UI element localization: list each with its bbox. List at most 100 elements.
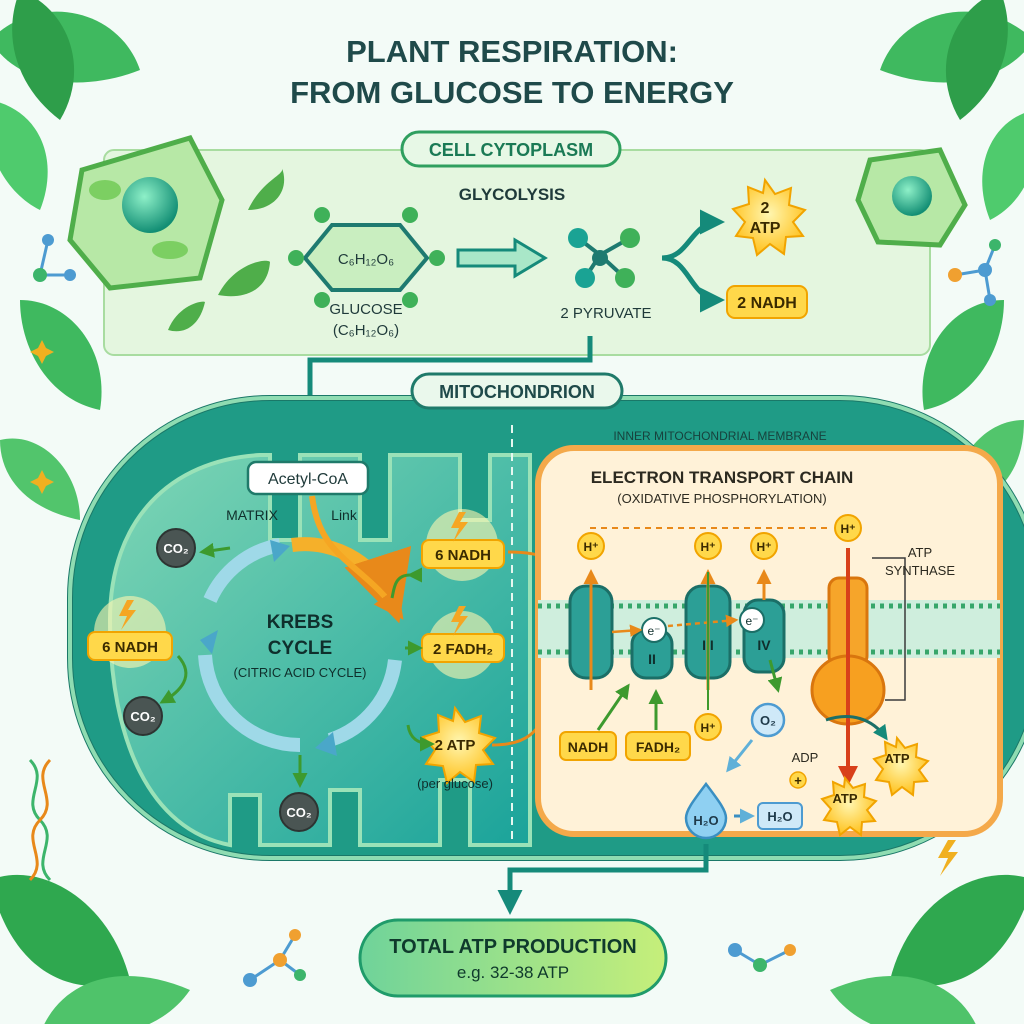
atp-synthase-label-2: SYNTHASE: [885, 563, 955, 578]
leaf-decoration-left-mid: [0, 300, 102, 520]
co2-label-bottom: CO₂: [286, 805, 312, 820]
etc-atp-label-right: ATP: [884, 751, 909, 766]
proton-badges: [577, 514, 862, 741]
leaf-decoration-top-left: [0, 0, 140, 210]
etc-to-total-arrow: [497, 844, 709, 915]
oxygen-to-water-arrow: [726, 739, 754, 773]
etc-input-arrows: [596, 659, 783, 731]
glycolysis-title: GLYCOLYSIS: [459, 185, 565, 204]
electron-label-2: e⁻: [745, 614, 758, 628]
krebs-subtitle: (CITRIC ACID CYCLE): [234, 665, 367, 680]
leaf-decoration-top-right: [880, 0, 1024, 220]
oxygen-label: O₂: [760, 713, 776, 728]
etc-subtitle: (OXIDATIVE PHOSPHORYLATION): [617, 491, 826, 506]
acetyl-coa-box: [246, 460, 370, 496]
co2-label-left: CO₂: [130, 709, 156, 724]
adp-label: ADP: [792, 750, 819, 765]
fadh2-label: 2 FADH₂: [433, 641, 493, 658]
atp-synthesis-arrow: [825, 715, 888, 741]
leaf-icon-small: [168, 168, 285, 332]
krebs-atp-label: 2 ATP: [435, 737, 476, 754]
electron-markers: [611, 607, 765, 643]
molecule-decoration-left: [33, 234, 76, 282]
water-label-2: H₂O: [767, 809, 792, 824]
etc-fadh2-input-badge: [625, 731, 691, 761]
glucose-label: GLUCOSE: [329, 301, 402, 318]
glycolysis-atp-count: 2: [761, 200, 770, 217]
glycolysis-nadh-badge: [726, 285, 808, 319]
water-box: [757, 802, 803, 830]
matrix-label: MATRIX: [226, 507, 279, 523]
glucose-molecule-icon: [288, 207, 445, 308]
nadh-left-badge: [87, 596, 173, 668]
glucose-formula: C₆H₁₂O₆: [338, 251, 394, 268]
atp-synthase-pointer: [872, 557, 906, 701]
link-label: Link: [331, 507, 358, 523]
molecule-decoration-right: [948, 239, 1001, 306]
proton-label-5: H⁺: [701, 721, 716, 735]
krebs-atp-burst: [406, 705, 497, 785]
total-atp-banner: [358, 918, 668, 998]
water-label-1: H₂O: [693, 813, 718, 828]
per-glucose-label: (per glucose): [417, 776, 493, 791]
glucose-label-formula: (C₆H₁₂O₆): [333, 322, 399, 339]
etc-nadh-input-badge: [559, 731, 617, 761]
mitochondrion-label-pill: [410, 372, 624, 410]
water-drop-icon: [684, 781, 728, 840]
etc-atp-label-bottom: ATP: [832, 791, 857, 806]
krebs-cycle-arrowheads: [200, 540, 337, 756]
proton-label-3: H⁺: [757, 540, 772, 554]
plant-cell-illustration-right: [855, 147, 968, 248]
inner-membrane-label: INNER MITOCHONDRIAL MEMBRANE: [613, 429, 826, 443]
atp-burst-glycolysis: [731, 177, 807, 257]
etc-title: ELECTRON TRANSPORT CHAIN: [591, 468, 854, 487]
total-atp-value: e.g. 32-38 ATP: [457, 963, 569, 982]
atp-burst-etc-right: [872, 735, 930, 797]
co2-output-left: [123, 654, 188, 736]
proton-label-1: H⁺: [584, 540, 599, 554]
leaf-decoration-bottom-right: [830, 875, 1024, 1024]
pyruvate-label: 2 PYRUVATE: [560, 305, 651, 322]
atp-burst-etc-bottom: [820, 775, 878, 837]
proton-label-4: H⁺: [841, 522, 856, 536]
atp-synthase-label-1: ATP: [908, 545, 932, 560]
co2-output-top: [156, 528, 231, 568]
oxygen-icon: [750, 702, 786, 738]
dna-decoration-left: [28, 758, 52, 882]
cytoplasm-label-pill: [400, 130, 622, 168]
glycolysis-split-arrows: [661, 209, 725, 313]
pyruvate-molecule-icon: [568, 228, 640, 288]
molecule-decoration-bottom-left: [243, 929, 306, 987]
proton-pump-arrows: [583, 569, 772, 710]
co2-output-bottom: [279, 755, 319, 832]
complex-iv-label: IV: [757, 637, 771, 653]
glycolysis-atp-label: ATP: [750, 220, 781, 237]
mitochondrion-label: MITOCHONDRION: [439, 382, 595, 402]
etc-nadh-input-label: NADH: [568, 739, 608, 755]
nadh-right-badge: [390, 509, 505, 599]
molecule-decoration-bottom-right: [728, 943, 796, 972]
acetyl-coa-label: Acetyl-CoA: [268, 471, 348, 488]
glycolysis-arrow: [456, 237, 548, 279]
fadh2-badge: [405, 606, 505, 679]
nadh-right-label: 6 NADH: [435, 547, 491, 564]
atp-synthase: [810, 548, 886, 786]
leaf-decoration-bottom-left: [0, 875, 190, 1024]
krebs-title-2: CYCLE: [268, 638, 332, 659]
plus-label: +: [794, 773, 802, 788]
co2-label-top: CO₂: [163, 541, 189, 556]
plus-icon: [789, 771, 807, 789]
etc-fadh2-input-label: FADH₂: [636, 739, 680, 755]
cytoplasm-label: CELL CYTOPLASM: [429, 140, 593, 160]
title-line-2: FROM GLUCOSE TO ENERGY: [290, 75, 734, 110]
proton-label-2: H⁺: [701, 540, 716, 554]
krebs-title-1: KREBS: [267, 612, 334, 633]
plant-cell-illustration-left: [67, 135, 225, 291]
complex-ii-label: II: [648, 651, 656, 667]
electron-label-1: e⁻: [647, 624, 660, 638]
total-atp-title: TOTAL ATP PRODUCTION: [389, 936, 636, 958]
acetyl-coa-entry-arrow: [309, 495, 404, 620]
title-line-1: PLANT RESPIRATION:: [346, 34, 678, 69]
glycolysis-nadh-label: 2 NADH: [737, 295, 797, 312]
